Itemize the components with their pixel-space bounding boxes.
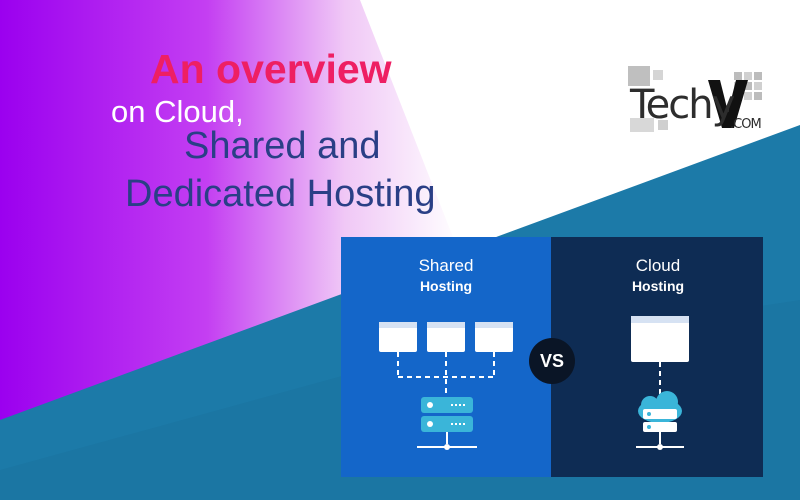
browser-window-icon <box>631 316 689 362</box>
headline-line-3: Shared and <box>184 125 381 167</box>
server-stack-icon <box>417 397 477 450</box>
cloud-hosting-label: Cloud Hosting <box>553 256 763 294</box>
headline-line-1: An overview <box>150 46 392 92</box>
vs-badge: VS <box>529 338 575 384</box>
hosting-illustration <box>379 316 689 450</box>
headline-line-4: Dedicated Hosting <box>125 173 436 215</box>
browser-window-icon <box>475 322 513 352</box>
logo-suffix: .COM <box>730 117 762 132</box>
logo-grid-icon <box>628 66 762 132</box>
shared-hosting-label: Shared Hosting <box>341 256 551 294</box>
browser-window-icon <box>379 322 417 352</box>
hosting-comparison-panel: Shared Hosting Cloud Hosting <box>341 237 763 477</box>
cloud-server-icon <box>636 391 684 450</box>
browser-window-icon <box>427 322 465 352</box>
shared-subtitle: Hosting <box>419 278 473 294</box>
shared-title: Shared <box>418 256 474 275</box>
headline-line-2: on Cloud, <box>111 94 244 129</box>
logo-wordmark: Techy <box>630 82 735 128</box>
cloud-subtitle: Hosting <box>631 278 685 294</box>
shared-connectors <box>397 352 495 397</box>
cloud-title: Cloud <box>635 256 681 275</box>
